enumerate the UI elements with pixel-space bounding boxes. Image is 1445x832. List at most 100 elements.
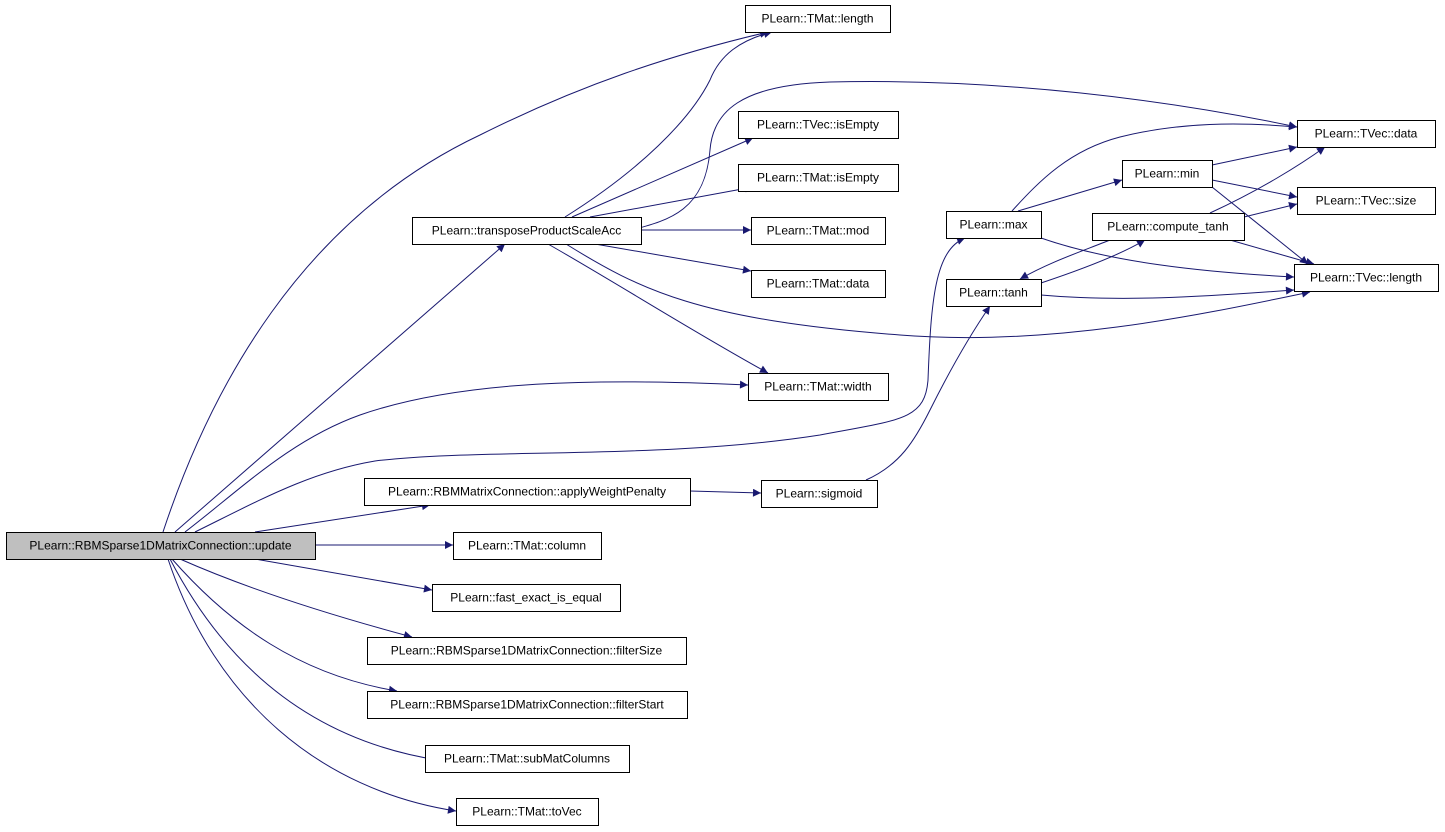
edge-max-to-tvec-length xyxy=(1040,237,1295,281)
node-fast-eq[interactable]: PLearn::fast_exact_is_equal xyxy=(432,584,621,612)
node-label: PLearn::compute_tanh xyxy=(1107,220,1228,234)
edge-tpsa-to-tvec-data xyxy=(631,81,1298,231)
node-label: PLearn::transposeProductScaleAcc xyxy=(432,224,621,238)
edge-root-to-max xyxy=(194,237,966,533)
node-box xyxy=(364,478,691,506)
edge-root-to-tpsa xyxy=(174,243,506,533)
node-tmat-width[interactable]: PLearn::TMat::width xyxy=(748,373,889,401)
node-box xyxy=(738,111,899,139)
node-label: PLearn::max xyxy=(959,218,1027,232)
node-box xyxy=(1294,264,1439,292)
node-box xyxy=(751,217,886,245)
node-tmat-column[interactable]: PLearn::TMat::column xyxy=(453,532,602,560)
node-min[interactable]: PLearn::min xyxy=(1122,160,1213,188)
edge-tpsa-to-tmat-width xyxy=(547,243,769,374)
edge-tanh-to-tvec-length xyxy=(1040,286,1295,299)
edge-awp-to-sigmoid xyxy=(689,488,762,497)
node-awp[interactable]: PLearn::RBMMatrixConnection::applyWeight… xyxy=(364,478,691,506)
node-box xyxy=(453,532,602,560)
node-root[interactable]: PLearn::RBMSparse1DMatrixConnection::upd… xyxy=(6,532,316,560)
node-tmat-isempty[interactable]: PLearn::TMat::isEmpty xyxy=(738,164,899,192)
edge-tpsa-to-tvec-isempty xyxy=(571,137,754,218)
edge-tanh-to-compute-tanh xyxy=(1040,239,1146,284)
edge-max-to-min xyxy=(1017,178,1123,212)
node-label: PLearn::TMat::subMatColumns xyxy=(444,752,610,766)
node-sigmoid[interactable]: PLearn::sigmoid xyxy=(761,480,878,508)
node-box xyxy=(456,798,599,826)
node-box xyxy=(432,584,621,612)
node-label: PLearn::TMat::width xyxy=(764,380,871,394)
node-box xyxy=(761,480,878,508)
node-submatcols[interactable]: PLearn::TMat::subMatColumns xyxy=(425,745,630,773)
node-box xyxy=(751,270,886,298)
node-compute-tanh[interactable]: PLearn::compute_tanh xyxy=(1092,213,1245,241)
node-label: PLearn::TMat::column xyxy=(468,539,586,553)
node-box xyxy=(946,279,1042,307)
node-box xyxy=(412,217,642,245)
edge-tpsa-to-tvec-length xyxy=(565,243,1311,339)
node-box xyxy=(748,373,889,401)
node-box xyxy=(1092,213,1245,241)
node-label: PLearn::sigmoid xyxy=(776,487,863,501)
edge-min-to-tvec-size xyxy=(1211,179,1298,200)
edge-compute-tanh-to-tvec-length xyxy=(1229,239,1315,266)
edge-tpsa-to-tmat-data xyxy=(594,243,752,274)
node-box xyxy=(946,211,1042,239)
node-box xyxy=(6,532,316,560)
node-tanh[interactable]: PLearn::tanh xyxy=(946,279,1042,307)
node-label: PLearn::TMat::toVec xyxy=(472,805,581,819)
node-tvec-length[interactable]: PLearn::TVec::length xyxy=(1294,264,1439,292)
node-tpsa[interactable]: PLearn::transposeProductScaleAcc xyxy=(412,217,642,245)
node-tmat-data[interactable]: PLearn::TMat::data xyxy=(751,270,886,298)
node-box xyxy=(425,745,630,773)
node-label: PLearn::RBMMatrixConnection::applyWeight… xyxy=(388,485,666,499)
node-label: PLearn::RBMSparse1DMatrixConnection::fil… xyxy=(390,698,664,712)
node-label: PLearn::RBMSparse1DMatrixConnection::upd… xyxy=(29,539,291,553)
node-box xyxy=(1297,120,1436,148)
node-label: PLearn::tanh xyxy=(959,286,1028,300)
node-box xyxy=(367,691,688,719)
nodes-layer: PLearn::RBMSparse1DMatrixConnection::upd… xyxy=(6,5,1439,826)
edge-max-to-tvec-data xyxy=(1011,122,1298,212)
node-label: PLearn::TMat::mod xyxy=(767,224,870,238)
node-tvec-data[interactable]: PLearn::TVec::data xyxy=(1297,120,1436,148)
node-filterstart[interactable]: PLearn::RBMSparse1DMatrixConnection::fil… xyxy=(367,691,688,719)
edge-min-to-tvec-length xyxy=(1211,186,1309,265)
node-box xyxy=(738,164,899,192)
edge-root-to-tmat-width xyxy=(184,380,749,533)
edge-root-to-filterstart xyxy=(171,558,398,694)
node-box xyxy=(1122,160,1213,188)
node-box xyxy=(1297,187,1436,215)
node-max[interactable]: PLearn::max xyxy=(946,211,1042,239)
edge-compute-tanh-to-tvec-data xyxy=(1209,146,1326,214)
edge-sigmoid-to-tanh xyxy=(865,305,991,481)
edge-root-to-submatcols xyxy=(169,558,439,763)
edge-tpsa-to-tmat-length xyxy=(564,30,773,218)
node-box xyxy=(367,637,687,665)
node-label: PLearn::TMat::length xyxy=(761,12,873,26)
edge-root-to-filtersize xyxy=(179,558,413,639)
node-tvec-size[interactable]: PLearn::TVec::size xyxy=(1297,187,1436,215)
node-label: PLearn::fast_exact_is_equal xyxy=(450,591,601,605)
edge-root-to-tovec xyxy=(167,558,457,814)
node-tmat-mod[interactable]: PLearn::TMat::mod xyxy=(751,217,886,245)
node-label: PLearn::TVec::isEmpty xyxy=(757,118,879,132)
node-label: PLearn::TMat::isEmpty xyxy=(757,171,879,185)
edge-root-to-tmat-length xyxy=(162,29,769,533)
edge-compute-tanh-to-tvec-size xyxy=(1243,202,1298,218)
node-label: PLearn::TVec::data xyxy=(1315,127,1418,141)
node-label: PLearn::min xyxy=(1135,167,1200,181)
node-label: PLearn::TMat::data xyxy=(767,277,870,291)
node-label: PLearn::RBMSparse1DMatrixConnection::fil… xyxy=(391,644,663,658)
edge-root-to-awp xyxy=(254,502,431,533)
node-tovec[interactable]: PLearn::TMat::toVec xyxy=(456,798,599,826)
edge-min-to-tvec-data xyxy=(1211,144,1298,166)
edge-tpsa-to-tmat-isempty xyxy=(589,184,754,218)
node-filtersize[interactable]: PLearn::RBMSparse1DMatrixConnection::fil… xyxy=(367,637,687,665)
node-label: PLearn::TVec::length xyxy=(1310,271,1422,285)
node-tvec-isempty[interactable]: PLearn::TVec::isEmpty xyxy=(738,111,899,139)
node-label: PLearn::TVec::size xyxy=(1316,194,1417,208)
edges-layer xyxy=(162,29,1326,814)
node-tmat-length[interactable]: PLearn::TMat::length xyxy=(745,5,891,33)
